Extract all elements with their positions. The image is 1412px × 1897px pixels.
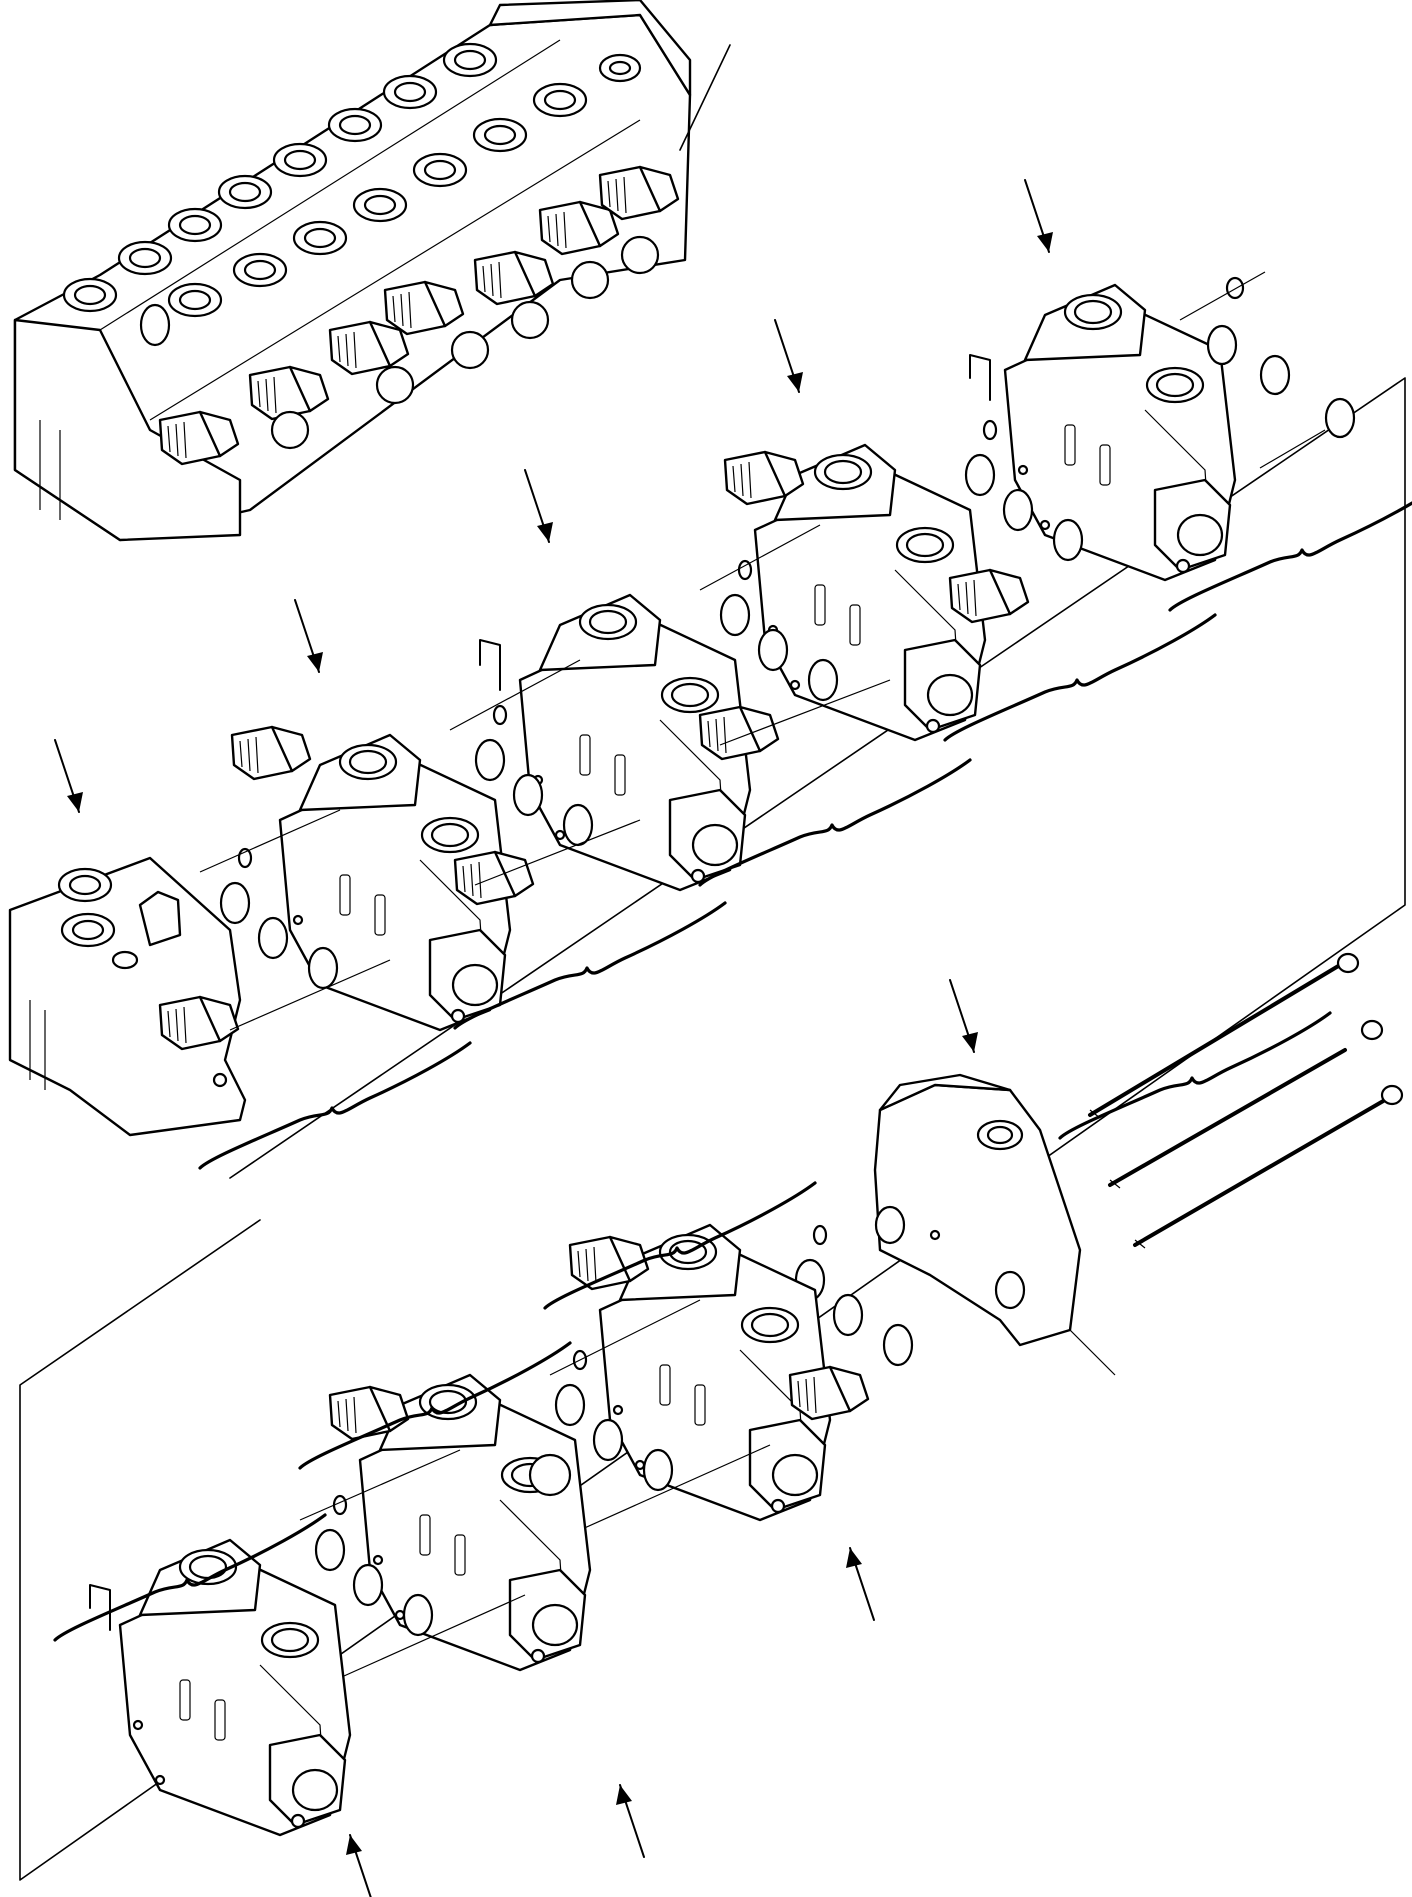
pointer-arrow-5 [1024,179,1054,253]
nut-icon [1336,952,1404,1106]
tie-rods [1088,952,1404,1249]
upper-section-2 [518,593,780,892]
pointer-arrow-1 [54,739,84,813]
upper-section-4 [1003,283,1237,582]
pointer-arrow-6 [949,979,979,1053]
pointer-arrow-2 [294,599,324,673]
pointer-arrow-7 [845,1547,875,1621]
assembled-valve [13,0,731,542]
inlet-section [8,856,247,1137]
lower-section-2 [328,1373,592,1672]
lower-section-3 [89,1538,352,1837]
outlet-end-cover [873,1073,1116,1376]
lower-section-1 [568,1223,870,1522]
pointer-arrow-8 [615,1784,645,1858]
pointer-arrow-3 [524,469,554,543]
pointer-arrow-4 [774,319,804,393]
brace-4 [943,613,1217,742]
pointer-arrow-9 [345,1834,375,1897]
